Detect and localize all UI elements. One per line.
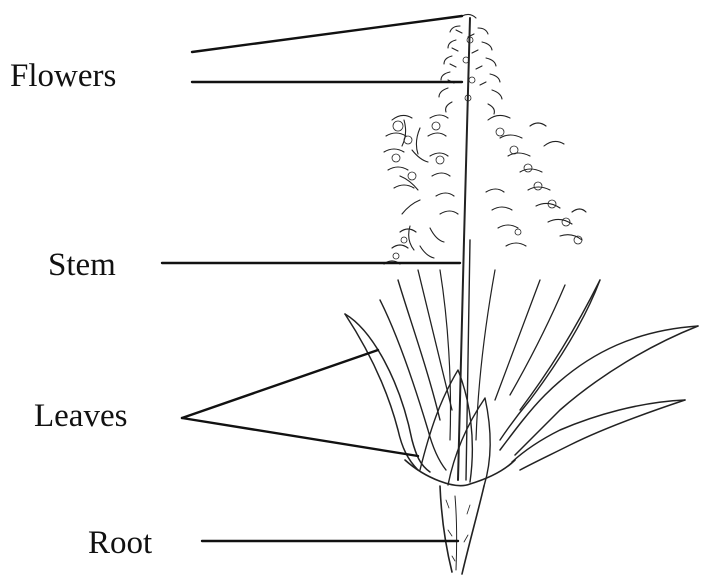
root-label: Root bbox=[88, 527, 152, 560]
right-leaves-drawing bbox=[495, 280, 698, 470]
leaves-leader-upper bbox=[182, 350, 378, 418]
leaves-label: Leaves bbox=[34, 400, 127, 433]
left-leaves-drawing bbox=[345, 270, 452, 472]
flower-clusters-drawing bbox=[384, 14, 586, 264]
stem-label: Stem bbox=[48, 249, 116, 282]
leader-lines bbox=[162, 16, 462, 541]
root-drawing bbox=[440, 486, 484, 574]
leaves-leader-lower bbox=[182, 418, 418, 456]
flowers-label: Flowers bbox=[10, 60, 116, 93]
flowers-leader-upper bbox=[192, 16, 462, 52]
